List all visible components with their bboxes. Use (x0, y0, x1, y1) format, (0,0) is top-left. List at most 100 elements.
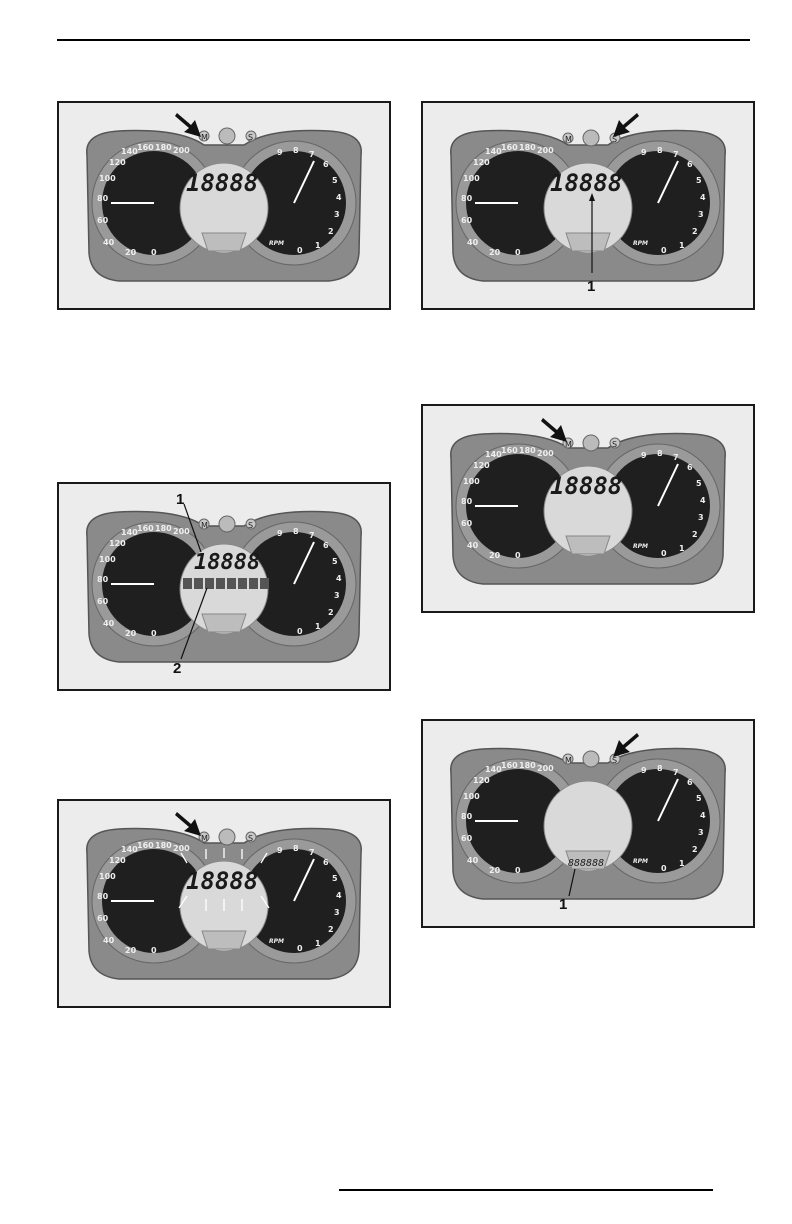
svg-text:2: 2 (692, 845, 698, 854)
svg-text:40: 40 (467, 541, 479, 550)
callout-leader-2 (180, 587, 208, 660)
svg-text:100: 100 (463, 174, 480, 183)
svg-text:9: 9 (641, 148, 647, 157)
svg-text:40: 40 (467, 856, 479, 865)
lcd-readout: 18888 (186, 169, 258, 197)
svg-text:60: 60 (97, 914, 109, 923)
svg-text:60: 60 (97, 597, 109, 606)
svg-text:180: 180 (519, 761, 536, 770)
svg-text:5: 5 (696, 176, 702, 185)
set-button-label: S (248, 521, 253, 530)
svg-text:8: 8 (657, 764, 663, 773)
svg-text:4: 4 (336, 891, 342, 900)
lcd-readout: 18888 (194, 550, 260, 575)
svg-text:80: 80 (461, 194, 473, 203)
callout-1: 1 (176, 491, 185, 508)
svg-text:100: 100 (463, 792, 480, 801)
svg-text:100: 100 (463, 477, 480, 486)
svg-text:7: 7 (309, 531, 315, 540)
callout-1: 1 (559, 896, 568, 913)
svg-text:7: 7 (673, 150, 679, 159)
svg-text:80: 80 (97, 194, 109, 203)
pointer-arrow-icon (613, 113, 639, 137)
svg-text:40: 40 (467, 238, 479, 247)
svg-text:3: 3 (334, 908, 340, 917)
svg-text:160: 160 (501, 761, 518, 770)
svg-text:7: 7 (309, 848, 315, 857)
svg-text:3: 3 (334, 210, 340, 219)
svg-text:2: 2 (328, 925, 334, 934)
svg-text:0: 0 (297, 246, 303, 255)
set-button-label: S (612, 135, 617, 144)
svg-text:180: 180 (155, 524, 172, 533)
svg-text:160: 160 (137, 841, 154, 850)
svg-text:60: 60 (461, 519, 473, 528)
svg-text:60: 60 (97, 216, 109, 225)
lcd-readout: 18888 (550, 169, 622, 197)
svg-text:3: 3 (698, 210, 704, 219)
svg-text:140: 140 (121, 147, 138, 156)
svg-text:9: 9 (641, 766, 647, 775)
svg-text:9: 9 (277, 148, 283, 157)
svg-text:6: 6 (323, 541, 329, 550)
mode-button-label: M (201, 521, 208, 530)
svg-text:4: 4 (700, 193, 706, 202)
svg-text:0: 0 (661, 246, 667, 255)
svg-text:200: 200 (173, 146, 190, 155)
mode-button-label: M (201, 133, 208, 142)
svg-text:6: 6 (323, 160, 329, 169)
svg-text:140: 140 (485, 450, 502, 459)
svg-text:120: 120 (473, 776, 490, 785)
svg-text:0: 0 (661, 864, 667, 873)
svg-text:1: 1 (679, 859, 685, 868)
pointer-arrow-icon (541, 418, 567, 442)
svg-text:5: 5 (696, 794, 702, 803)
callout-leader-1 (183, 503, 202, 553)
pointer-arrow-icon (613, 733, 639, 757)
svg-text:0: 0 (297, 627, 303, 636)
svg-text:3: 3 (334, 591, 340, 600)
svg-text:20: 20 (125, 946, 137, 955)
svg-text:200: 200 (173, 527, 190, 536)
svg-text:0: 0 (515, 248, 521, 257)
svg-text:3: 3 (698, 513, 704, 522)
mode-button-label: M (565, 756, 572, 765)
svg-text:0: 0 (515, 551, 521, 560)
svg-text:20: 20 (489, 248, 501, 257)
svg-text:8: 8 (657, 449, 663, 458)
svg-text:7: 7 (673, 768, 679, 777)
svg-text:120: 120 (109, 856, 126, 865)
svg-text:4: 4 (336, 574, 342, 583)
svg-text:120: 120 (109, 539, 126, 548)
set-button-label: S (248, 834, 253, 843)
svg-text:20: 20 (489, 866, 501, 875)
svg-text:40: 40 (103, 936, 115, 945)
svg-text:100: 100 (99, 174, 116, 183)
lcd-readout: 18888 (186, 867, 258, 895)
lcd-segment-lines (178, 848, 270, 911)
svg-text:160: 160 (137, 524, 154, 533)
svg-text:40: 40 (103, 619, 115, 628)
svg-text:200: 200 (537, 449, 554, 458)
rpm-label: RPM (269, 938, 284, 945)
rpm-label: RPM (633, 240, 648, 247)
svg-text:1: 1 (315, 241, 321, 250)
svg-text:1: 1 (679, 544, 685, 553)
svg-text:60: 60 (461, 834, 473, 843)
svg-text:0: 0 (661, 549, 667, 558)
svg-text:180: 180 (519, 143, 536, 152)
set-button-label: S (612, 756, 617, 765)
svg-text:140: 140 (485, 147, 502, 156)
svg-text:9: 9 (641, 451, 647, 460)
lcd-readout: 18888 (550, 472, 622, 500)
svg-text:8: 8 (293, 146, 299, 155)
pointer-arrow-icon (175, 113, 201, 137)
callout-leader (568, 868, 576, 897)
svg-text:80: 80 (97, 575, 109, 584)
